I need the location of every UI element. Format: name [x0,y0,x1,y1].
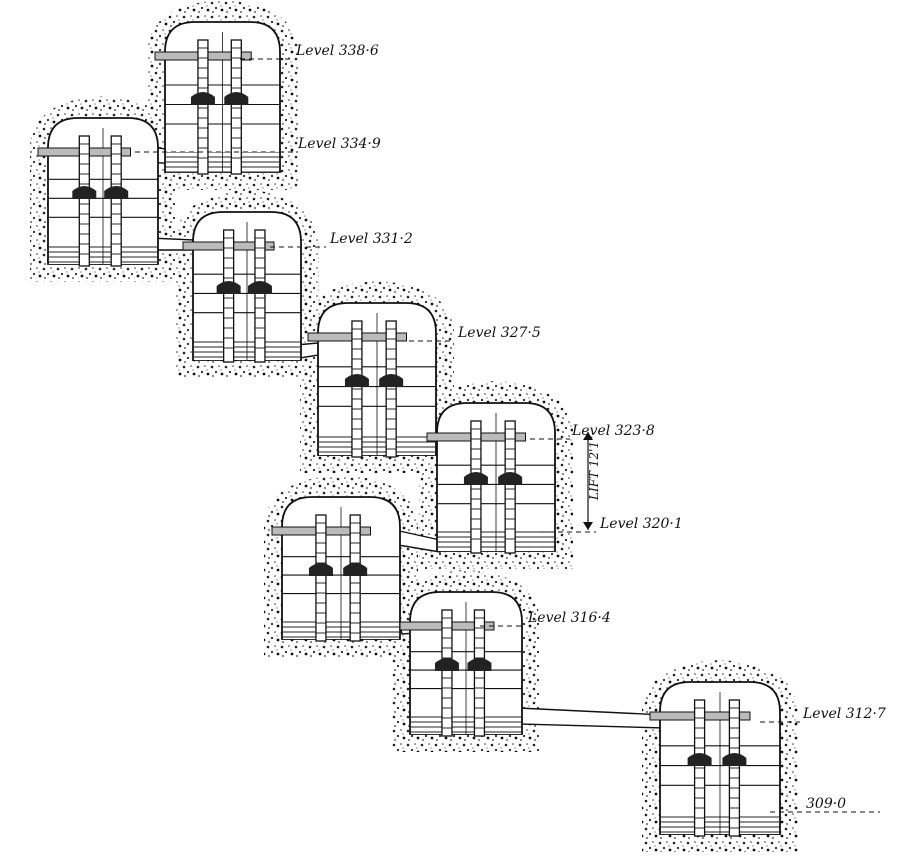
chamber-6-gate-stem-1 [315,514,327,642]
chamber-6-level-label: Level 320·1 [599,516,683,532]
chamber-7-level-label: Level 316·4 [527,610,611,626]
chamber-9-level-label: 309·0 [806,796,846,812]
chamber-7 [399,591,523,737]
chamber-4-level-label: Level 327·5 [457,325,541,341]
chamber-2-level-label: Level 334·9 [297,136,381,152]
chamber-1-level-label: Level 338·6 [295,43,379,59]
chamber-6-gate-stem-2 [349,514,361,642]
lift-dimension: LIFT 12'1" [583,432,601,530]
chamber-1-gate-stem-1 [197,39,209,175]
lift-label: LIFT 12'1" [587,435,601,501]
chamber-8-level-label: Level 312·7 [802,706,886,722]
chamber-3-gate-stem-2 [254,229,266,363]
chamber-5-level-label: Level 323·8 [571,423,655,439]
chamber-8 [649,681,781,837]
chamber-7-gate-stem-1 [441,609,453,737]
chamber-2-gate-stem-2 [110,135,122,267]
chamber-1-gate-stem-2 [230,39,242,175]
chamber-6 [271,496,401,642]
chamber-5-gate-stem-1 [470,420,482,554]
chamber-3-level-label: Level 331·2 [329,231,413,247]
chamber-2-gate-stem-1 [78,135,90,267]
chamber-3-gate-stem-1 [222,229,235,363]
chamber-4 [307,302,437,458]
chamber-5-gate-stem-2 [504,420,516,554]
chamber-7-gate-stem-2 [473,609,486,737]
chamber-1 [154,21,281,175]
chamber-5 [426,402,556,554]
chamber-2 [37,117,159,267]
chamber-3 [182,211,302,363]
